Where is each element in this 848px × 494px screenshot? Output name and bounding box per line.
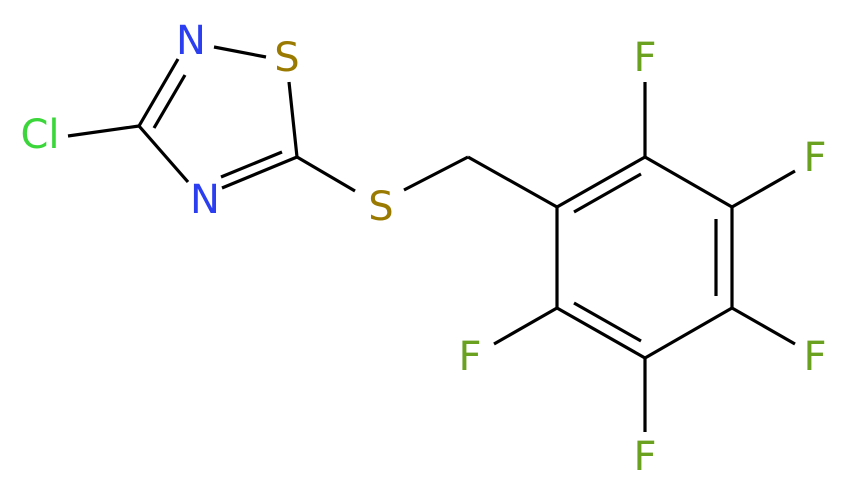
bond-c5-n4-inner xyxy=(220,150,283,179)
bond-c5-s-thio xyxy=(296,155,356,193)
atom-label-cl: Cl xyxy=(20,112,59,158)
atom-label-f-top: F xyxy=(633,35,656,81)
bond-c2-c3 xyxy=(644,155,733,209)
atom-label-f-left: F xyxy=(458,334,481,380)
bond-ch2-c1 xyxy=(467,155,558,209)
bond-c5-c6-inner xyxy=(573,301,642,343)
bond-c5-c6 xyxy=(556,306,646,360)
atom-label-n2: N xyxy=(176,18,206,64)
atom-label-f-bottom: F xyxy=(633,434,656,480)
bond-n2-s1 xyxy=(213,45,267,59)
atom-label-f-upper-right: F xyxy=(803,135,826,181)
bond-c6-f-left xyxy=(493,306,558,346)
bond-c4-f-lower-right xyxy=(731,306,796,346)
bond-c3-n2-outer xyxy=(137,58,180,127)
bond-c5-n4-outer xyxy=(221,155,298,190)
bond-c1-c2-inner xyxy=(573,172,642,214)
atom-label-s1: S xyxy=(274,35,299,81)
bond-s-thio-ch2 xyxy=(403,155,469,192)
bond-c4-c5 xyxy=(644,306,733,360)
atom-label-f-lower-right: F xyxy=(803,334,826,380)
bond-c3-cl xyxy=(67,124,140,138)
atom-label-s-thio: S xyxy=(368,184,393,230)
atom-label-n4: N xyxy=(190,177,220,223)
bond-c3-f-upper-right xyxy=(731,169,796,209)
bond-c1-c2 xyxy=(556,155,646,209)
bond-s1-c5 xyxy=(287,81,299,158)
bond-c3-n2-inner xyxy=(152,74,187,129)
bond-n4-c3 xyxy=(137,124,190,184)
